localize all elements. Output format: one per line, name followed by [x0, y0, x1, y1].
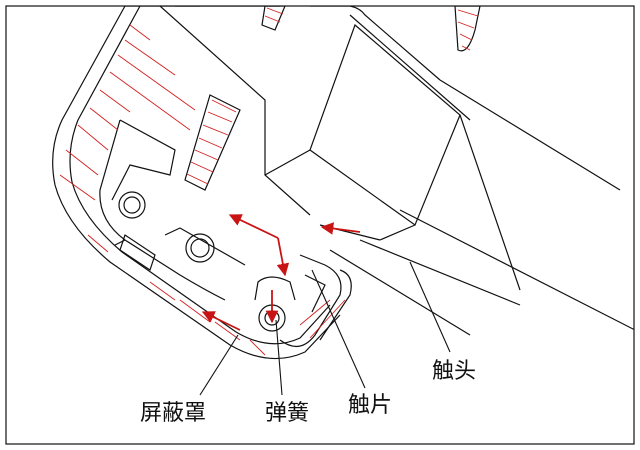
arrow-shield: [201, 311, 241, 331]
inner-cavity: [99, 119, 246, 301]
leader-lines: [199, 261, 451, 396]
arrow-upper-left: [228, 214, 279, 239]
hatched-insulator-block: [184, 94, 241, 191]
screw-1: [118, 191, 146, 219]
arrow-down: [276, 237, 290, 277]
hatched-top-block: [261, 6, 286, 31]
shield-housing: [52, 6, 341, 360]
upper-body: [159, 6, 481, 216]
label-contact-piece: 触片: [348, 393, 392, 418]
label-shield: 屏蔽罩: [140, 401, 206, 426]
label-spring: 弹簧: [265, 401, 309, 426]
contact-head-assembly: [264, 23, 634, 336]
red-hatching: [59, 7, 479, 356]
contact-piece-part: [279, 254, 352, 347]
arrow-contact-head: [320, 222, 361, 235]
spring-part: [254, 276, 296, 332]
label-contact-head: 触头: [432, 359, 476, 384]
hatched-corner-block: [454, 6, 481, 52]
screw-2: [185, 233, 215, 263]
force-arrows: [201, 214, 361, 331]
